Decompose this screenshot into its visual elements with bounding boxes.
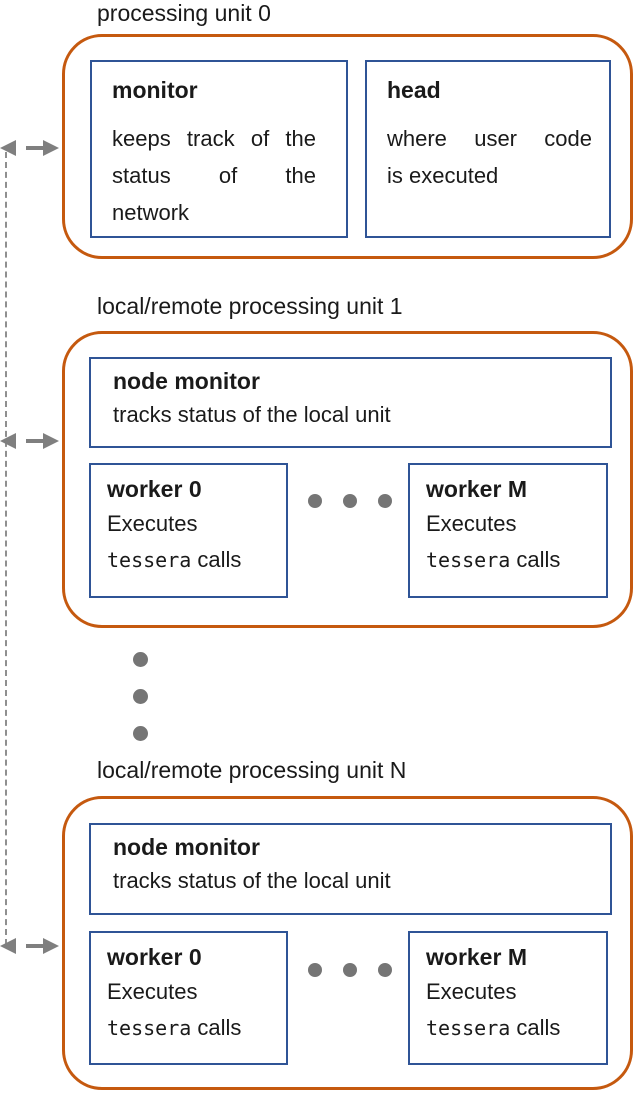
ellipsis-dot [378, 963, 392, 977]
worker-heading: worker 0 [107, 944, 202, 970]
ellipsis-dot [133, 652, 148, 667]
node-monitor-description: tracks status of the local unit [113, 402, 391, 427]
unitN-workerM-box: worker M Executes tessera calls [408, 931, 608, 1065]
monitor-description: keeps track of the status of the network [112, 120, 316, 231]
ellipsis-dot [308, 494, 322, 508]
unit1-worker0-box: worker 0 Executes tessera calls [89, 463, 288, 598]
worker-action: Executes [107, 979, 198, 1004]
head-heading: head [387, 77, 441, 103]
link-arrow-unit0 [0, 140, 59, 156]
unit0-title: processing unit 0 [97, 0, 271, 26]
monitor-desc-line: network [112, 200, 190, 225]
ellipsis-dot [378, 494, 392, 508]
head-desc-line: where user code [387, 126, 592, 151]
tessera-code-label: tessera [107, 1016, 192, 1040]
monitor-desc-line: keeps track of the [112, 126, 316, 151]
right-arrowhead-icon [43, 938, 59, 954]
node-monitor-heading: node monitor [113, 368, 260, 394]
arrow-shaft [26, 944, 43, 948]
worker-call-line: tessera calls [107, 542, 270, 578]
monitor-box: monitor keeps track of the status of the… [90, 60, 348, 238]
monitor-heading: monitor [112, 77, 198, 103]
worker-action: Executes [107, 511, 198, 536]
worker-heading: worker M [426, 944, 527, 970]
left-arrowhead-icon [0, 433, 16, 449]
arrow-shaft [26, 146, 43, 150]
calls-label: calls [510, 1015, 561, 1040]
head-desc-line: is executed [387, 163, 499, 188]
worker-call-line: tessera calls [426, 1010, 590, 1046]
ellipsis-dot [308, 963, 322, 977]
right-arrowhead-icon [43, 140, 59, 156]
monitor-desc-line: status of the [112, 163, 316, 188]
communication-dashed-line [5, 152, 7, 945]
ellipsis-dot [343, 963, 357, 977]
tessera-code-label: tessera [426, 548, 511, 572]
ellipsis-dot [133, 689, 148, 704]
calls-label: calls [510, 547, 561, 572]
unit1-workerM-box: worker M Executes tessera calls [408, 463, 608, 598]
arrow-shaft [26, 439, 43, 443]
worker-call-line: tessera calls [426, 542, 590, 578]
worker-action: Executes [426, 511, 517, 536]
left-arrowhead-icon [0, 938, 16, 954]
tessera-code-label: tessera [426, 1016, 511, 1040]
tessera-code-label: tessera [107, 548, 192, 572]
head-box: head where user code is executed [365, 60, 611, 238]
ellipsis-dot [133, 726, 148, 741]
unitN-node-monitor-box: node monitor tracks status of the local … [89, 823, 612, 915]
node-monitor-heading: node monitor [113, 834, 260, 860]
calls-label: calls [191, 547, 242, 572]
worker-call-line: tessera calls [107, 1010, 270, 1046]
node-monitor-description: tracks status of the local unit [113, 868, 391, 893]
worker-heading: worker M [426, 476, 527, 502]
ellipsis-dot [343, 494, 357, 508]
unit1-node-monitor-box: node monitor tracks status of the local … [89, 357, 612, 448]
link-arrow-unitN [0, 938, 59, 954]
worker-action: Executes [426, 979, 517, 1004]
unit1-title: local/remote processing unit 1 [97, 293, 403, 319]
right-arrowhead-icon [43, 433, 59, 449]
unitN-worker0-box: worker 0 Executes tessera calls [89, 931, 288, 1065]
worker-heading: worker 0 [107, 476, 202, 502]
calls-label: calls [191, 1015, 242, 1040]
link-arrow-unit1 [0, 433, 59, 449]
unitN-title: local/remote processing unit N [97, 757, 407, 783]
head-description: where user code is executed [387, 120, 592, 194]
left-arrowhead-icon [0, 140, 16, 156]
